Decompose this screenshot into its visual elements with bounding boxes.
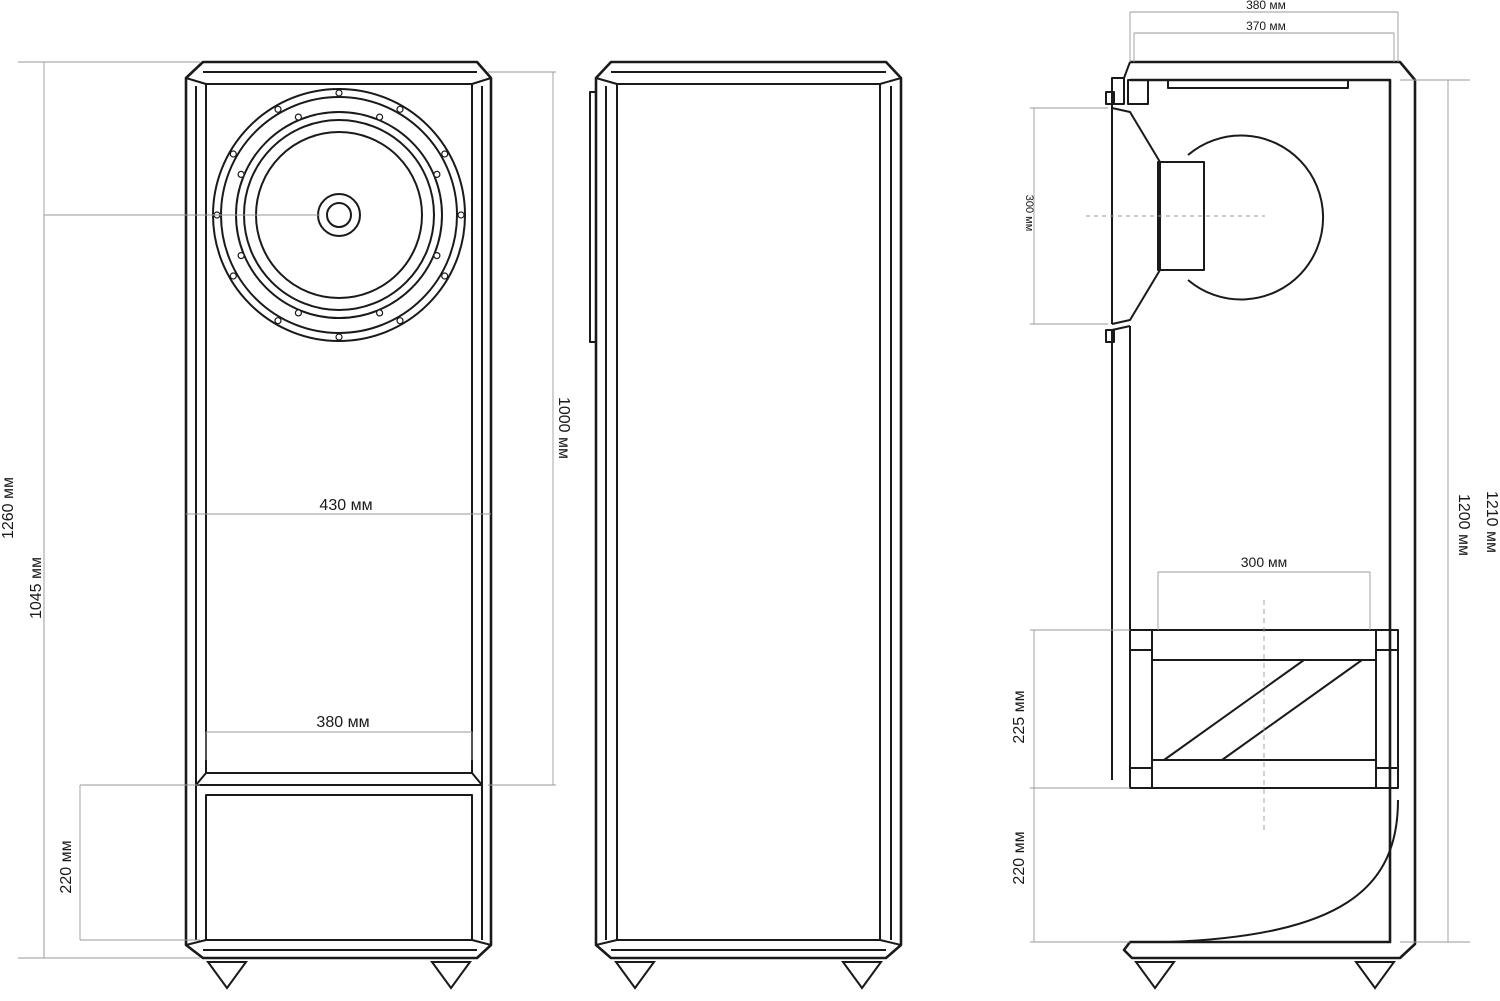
dim-width-outer: 430 мм bbox=[319, 497, 372, 514]
dim-height-total: 1260 мм bbox=[0, 477, 17, 539]
bolt-hole bbox=[274, 317, 282, 325]
side-foot-left bbox=[1134, 961, 1176, 990]
dim-height-base: 220 мм bbox=[58, 840, 75, 893]
side-view bbox=[1030, 11, 1470, 990]
dim-height-right-outer: 1210 мм bbox=[1483, 491, 1500, 553]
bolt-hole bbox=[376, 309, 384, 317]
bolt-hole bbox=[433, 170, 441, 178]
bolt-hole bbox=[376, 113, 384, 121]
bolt-hole bbox=[457, 211, 465, 219]
front-driver-bolts bbox=[213, 89, 465, 341]
bolt-hole bbox=[229, 150, 237, 158]
bolt-hole bbox=[294, 113, 302, 121]
dim-base-height: 220 мм bbox=[1011, 831, 1028, 884]
dim-depth-outer: 380 мм bbox=[1246, 0, 1286, 12]
dim-port-width: 300 мм bbox=[1241, 554, 1288, 570]
bolt-hole bbox=[433, 252, 441, 260]
side-horn-curve bbox=[1169, 799, 1399, 943]
front-foot-right bbox=[430, 961, 472, 990]
bolt-hole bbox=[441, 150, 449, 158]
dim-height-driver-center: 1045 мм bbox=[28, 557, 45, 619]
bolt-hole bbox=[396, 317, 404, 325]
bolt-hole bbox=[237, 170, 245, 178]
dim-depth-inner: 370 мм bbox=[1246, 19, 1286, 33]
side-foot-right bbox=[1354, 961, 1396, 990]
side-cabinet-outer bbox=[1122, 60, 1417, 960]
side-driver-magnet bbox=[1157, 161, 1205, 271]
front-baffle-inner bbox=[205, 83, 473, 774]
rear-foot-right bbox=[841, 961, 883, 990]
bolt-hole bbox=[335, 89, 343, 97]
dim-height-right-inner: 1200 мм bbox=[1455, 494, 1472, 556]
rear-foot-left bbox=[614, 961, 656, 990]
front-foot-left bbox=[206, 961, 248, 990]
bolt-hole bbox=[441, 272, 449, 280]
dim-driver-height: 300 мм bbox=[1023, 195, 1035, 232]
dim-height-cabinet: 1000 мм bbox=[555, 397, 572, 459]
bolt-hole bbox=[294, 309, 302, 317]
front-view bbox=[18, 60, 556, 990]
bolt-hole bbox=[237, 252, 245, 260]
dim-port-height: 225 мм bbox=[1011, 690, 1028, 743]
bolt-hole bbox=[229, 272, 237, 280]
bolt-hole bbox=[335, 333, 343, 341]
rear-view bbox=[589, 60, 903, 990]
side-driver-chamber bbox=[1187, 134, 1325, 301]
front-cabinet-outer bbox=[184, 60, 493, 960]
bolt-hole bbox=[396, 105, 404, 113]
dim-width-inner: 380 мм bbox=[316, 714, 369, 731]
bolt-hole bbox=[274, 105, 282, 113]
rear-cabinet-outer bbox=[594, 60, 903, 960]
front-base-panel bbox=[195, 772, 483, 941]
